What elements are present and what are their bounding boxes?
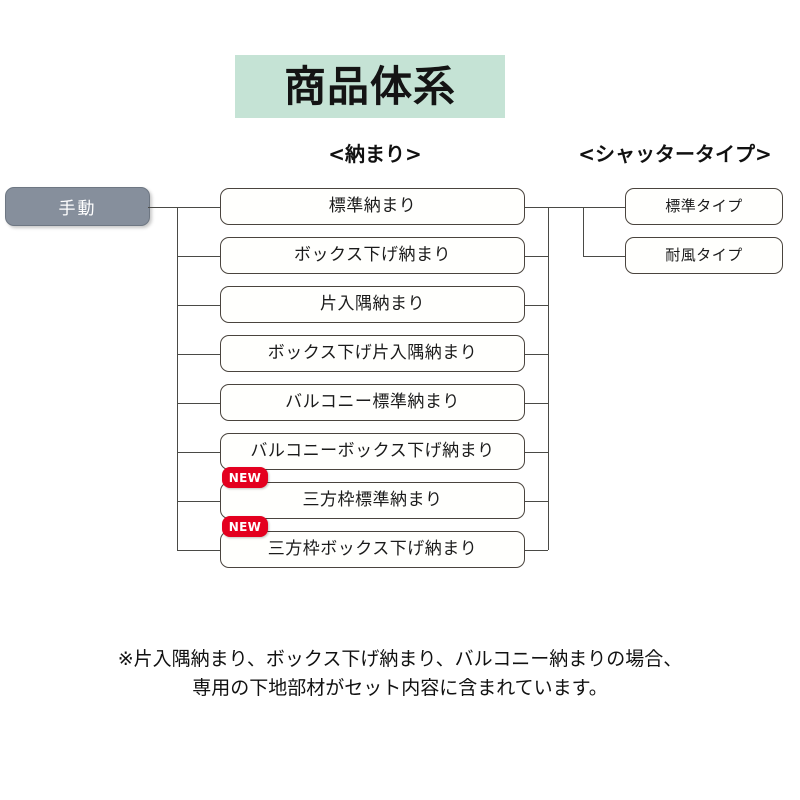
- root-node-manual[interactable]: 手動: [5, 187, 150, 226]
- osamari-node-label: 標準納まり: [328, 196, 417, 216]
- osamari-node[interactable]: ボックス下げ片入隅納まり: [220, 335, 525, 372]
- root-node-label: 手動: [58, 199, 97, 219]
- connector-line: [177, 353, 220, 355]
- osamari-node-label: ボックス下げ片入隅納まり: [267, 343, 478, 363]
- connector-line: [548, 206, 583, 208]
- new-badge: NEW: [222, 467, 268, 488]
- shutter-node[interactable]: 耐風タイプ: [625, 237, 783, 274]
- connector-line: [177, 206, 220, 208]
- osamari-node-label: バルコニー標準納まり: [285, 392, 460, 412]
- connector-line: [525, 255, 548, 257]
- connector-line: [525, 402, 548, 404]
- footnote: ※片入隅納まり、ボックス下げ納まり、バルコニー納まりの場合、 専用の下地部材がセ…: [60, 645, 740, 702]
- osamari-node[interactable]: 片入隅納まり: [220, 286, 525, 323]
- footnote-line-1: ※片入隅納まり、ボックス下げ納まり、バルコニー納まりの場合、: [117, 648, 683, 670]
- connector-line: [525, 549, 548, 551]
- page-title: 商品体系: [283, 61, 456, 111]
- new-badge: NEW: [222, 516, 268, 537]
- connector-line: [177, 451, 220, 453]
- footnote-line-2: 専用の下地部材がセット内容に含まれています。: [192, 676, 608, 699]
- connector-line: [177, 549, 220, 551]
- osamari-node-label: 三方枠ボックス下げ納まり: [267, 539, 478, 559]
- connector-line: [548, 206, 549, 550]
- connector-line: [525, 500, 548, 502]
- connector-line: [177, 304, 220, 306]
- connector-line: [525, 304, 548, 306]
- connector-line: [583, 255, 625, 257]
- column-heading-osamari: <納まり>: [328, 142, 422, 166]
- shutter-node[interactable]: 標準タイプ: [625, 188, 783, 225]
- osamari-node[interactable]: バルコニー標準納まり: [220, 384, 525, 421]
- connector-line: [177, 402, 220, 404]
- connector-line: [525, 451, 548, 453]
- osamari-node[interactable]: ボックス下げ納まり: [220, 237, 525, 274]
- shutter-node-label: 標準タイプ: [665, 197, 743, 215]
- osamari-node[interactable]: 三方枠ボックス下げ納まり: [220, 531, 525, 568]
- column-heading-shutter: <シャッタータイプ>: [578, 142, 772, 166]
- shutter-node-label: 耐風タイプ: [665, 246, 743, 264]
- connector-line: [177, 255, 220, 257]
- connector-line: [583, 206, 584, 256]
- connector-line: [148, 206, 177, 208]
- osamari-node[interactable]: 三方枠標準納まり: [220, 482, 525, 519]
- connector-line: [583, 206, 625, 208]
- osamari-node-label: バルコニーボックス下げ納まり: [250, 441, 495, 461]
- osamari-node-label: 片入隅納まり: [320, 294, 425, 314]
- connector-line: [525, 206, 548, 208]
- connector-line: [177, 500, 220, 502]
- osamari-node[interactable]: 標準納まり: [220, 188, 525, 225]
- connector-line: [177, 206, 178, 550]
- connector-line: [525, 353, 548, 355]
- osamari-node-label: 三方枠標準納まり: [302, 490, 443, 510]
- osamari-node-label: ボックス下げ納まり: [294, 245, 451, 265]
- osamari-node[interactable]: バルコニーボックス下げ納まり: [220, 433, 525, 470]
- page-title-box: 商品体系: [235, 55, 505, 118]
